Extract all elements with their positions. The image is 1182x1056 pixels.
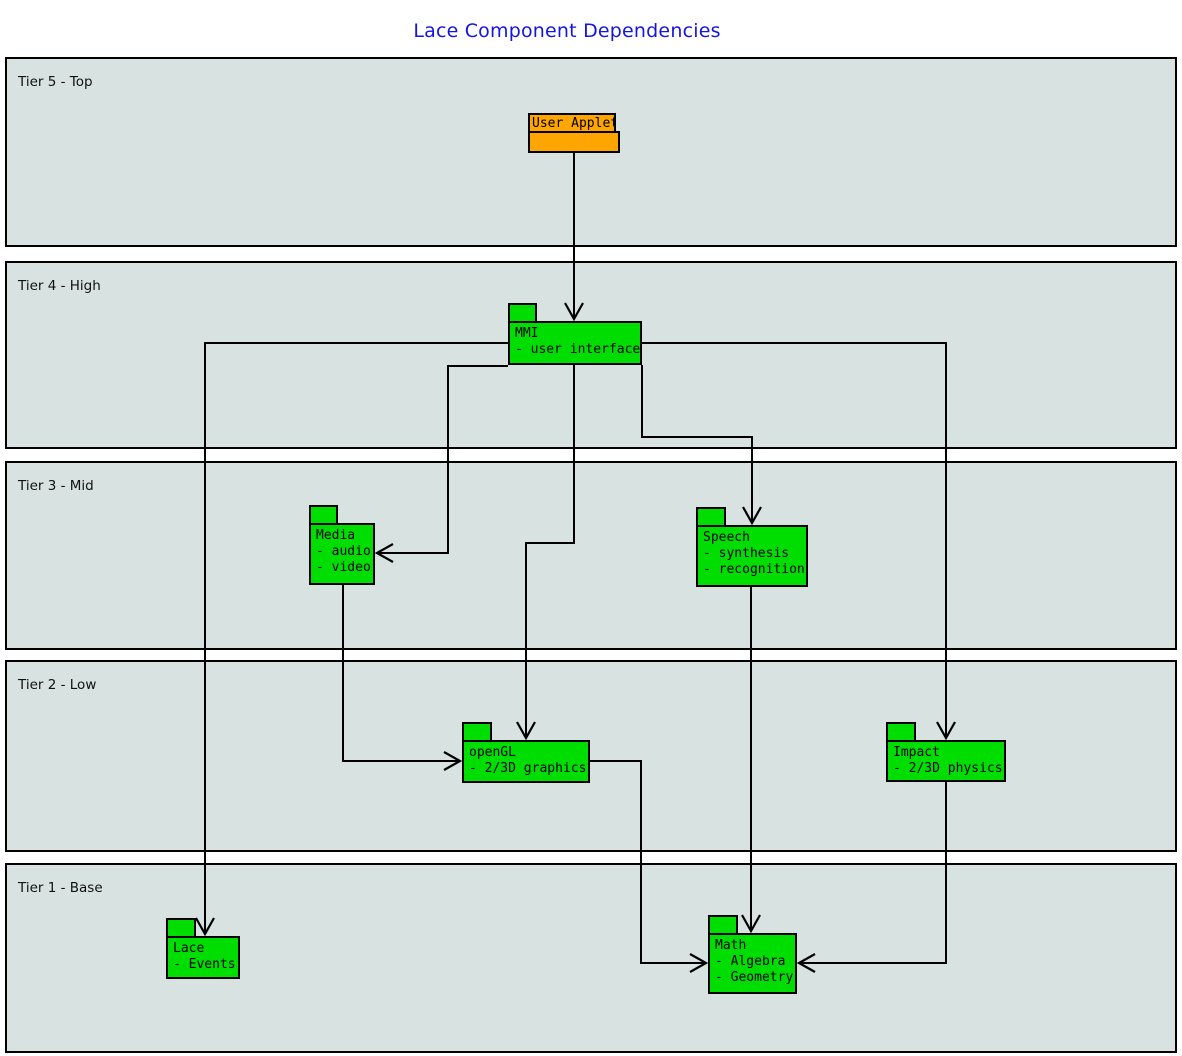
component-math-line: - Geometry <box>715 970 794 985</box>
edge-opengl-to-math <box>590 760 709 973</box>
component-opengl-line: - 2/3D graphics <box>469 761 587 776</box>
component-opengl-tab <box>462 722 492 742</box>
component-speech-line: Speech <box>703 530 750 545</box>
tier-3-label: Tier 3 - Mid <box>18 478 94 494</box>
component-speech-line: - synthesis <box>703 546 790 561</box>
component-media-line: - video <box>316 560 371 575</box>
edge-mmi-to-impact <box>642 342 956 741</box>
edge-mmi-to-media <box>374 365 508 563</box>
component-user-applet-name-box: User Applet <box>528 113 616 133</box>
component-impact-tab <box>886 722 916 742</box>
component-opengl-line: openGL <box>469 745 516 760</box>
component-lace-line: Lace <box>173 941 205 956</box>
edge-mmi-to-lace <box>195 342 508 937</box>
component-mmi-line: - user interface <box>515 342 641 357</box>
component-impact-line: - 2/3D physics <box>893 761 1003 776</box>
component-mmi-line: MMI <box>515 326 539 341</box>
component-math-line: Math <box>715 938 747 953</box>
component-lace-line: - Events <box>173 957 236 972</box>
tier-3-panel: Tier 3 - Mid <box>5 461 1177 650</box>
component-lace-tab <box>166 918 196 938</box>
tier-5-label: Tier 5 - Top <box>18 74 93 90</box>
tier-4-label: Tier 4 - High <box>18 278 101 294</box>
component-mmi-tab <box>508 303 537 323</box>
component-lace-body: Lace- Events <box>166 936 240 979</box>
component-media-line: Media <box>316 528 356 543</box>
component-impact-body: Impact- 2/3D physics <box>886 740 1006 782</box>
component-speech-tab <box>696 507 726 527</box>
component-media-tab <box>309 505 338 525</box>
diagram-title: Lace Component Dependencies <box>413 20 721 42</box>
tier-2-label: Tier 2 - Low <box>18 677 97 693</box>
component-speech-line: - recognition <box>703 562 805 577</box>
component-media-line: - audio <box>316 544 371 559</box>
edge-mmi-to-opengl <box>516 365 575 741</box>
component-math-body: Math- Algebra- Geometry <box>708 933 797 994</box>
edge-media-to-opengl <box>342 585 463 771</box>
component-speech-body: Speech- synthesis- recognition <box>696 525 808 587</box>
tier-1-label: Tier 1 - Base <box>18 880 103 896</box>
edge-mmi-to-speech <box>641 365 762 526</box>
component-impact-line: Impact <box>893 745 940 760</box>
component-user-applet-body <box>528 131 620 153</box>
component-math-tab <box>708 915 738 935</box>
tier-1-panel: Tier 1 - Base <box>5 863 1177 1053</box>
component-opengl-body: openGL- 2/3D graphics <box>462 740 590 783</box>
edge-impact-to-math <box>796 782 947 973</box>
component-media-body: Media- audio- video <box>309 523 375 585</box>
component-mmi-body: MMI- user interface <box>508 321 642 365</box>
component-math-line: - Algebra <box>715 954 786 969</box>
